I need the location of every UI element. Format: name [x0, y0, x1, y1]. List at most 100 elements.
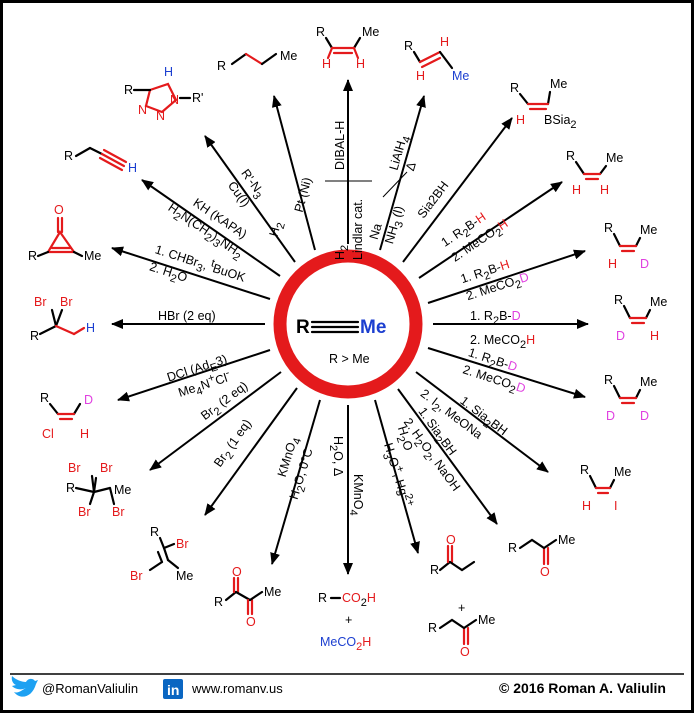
- svg-text:Me: Me: [264, 585, 281, 599]
- product-cis-d: R Me H D: [604, 221, 657, 271]
- product-cis-alkene: Me R H H: [316, 25, 379, 71]
- reagent-diamine: H2N(CH2)3NH2: [163, 200, 245, 264]
- svg-text:O: O: [246, 615, 256, 629]
- svg-text:R: R: [124, 83, 133, 97]
- reagent-hbr: HBr (2 eq): [158, 309, 216, 323]
- svg-text:Me: Me: [114, 483, 131, 497]
- product-tetrabromide: Br Br R Me Br Br: [66, 461, 131, 519]
- arrow-alkane: [271, 95, 316, 251]
- arrow-d-d: [427, 347, 586, 399]
- reagent-h2o: H2O: [391, 424, 416, 453]
- svg-text:R: R: [604, 373, 613, 387]
- svg-text:H: H: [608, 257, 617, 271]
- svg-text:Br: Br: [68, 461, 81, 475]
- svg-text:R: R: [40, 391, 49, 405]
- acid-co2h: CO2H: [342, 591, 376, 609]
- central-alkyne: R Me R > Me: [273, 249, 423, 399]
- svg-text:D: D: [640, 257, 649, 271]
- reagent-me4ncl: Me4N+Cl-: [176, 367, 235, 404]
- copyright: © 2016 Roman A. Valiulin: [499, 680, 666, 696]
- svg-text:O: O: [232, 565, 242, 579]
- reagent-pt-h2: H2: [267, 220, 288, 239]
- svg-text:Me: Me: [614, 465, 631, 479]
- arrow-diketone: [270, 399, 321, 565]
- acid-meco2h: MeCO2H: [320, 635, 371, 653]
- reagent-nh3: NH3 (l): [382, 204, 410, 246]
- arrow-trans-alkene: [379, 95, 426, 251]
- svg-text:Me: Me: [280, 49, 297, 63]
- website-link[interactable]: www.romanv.us: [191, 681, 283, 696]
- product-ketone-side: R O Me: [508, 533, 575, 579]
- svg-text:R: R: [404, 39, 413, 53]
- svg-text:R: R: [28, 249, 37, 263]
- svg-text:Me: Me: [650, 295, 667, 309]
- reagent-chbr3-h2o: 2. H2O: [147, 260, 190, 289]
- svg-text:R: R: [64, 149, 73, 163]
- product-acids: R CO2H + MeCO2H: [318, 591, 376, 653]
- reagent-r2bd-d-1: 1. R2B-D: [465, 345, 519, 378]
- reagent-heat: Δ: [403, 161, 419, 173]
- svg-text:H: H: [128, 161, 137, 175]
- svg-text:Br: Br: [78, 505, 91, 519]
- svg-text:H: H: [650, 329, 659, 343]
- reagent-hg: H3O+, Hg2+: [377, 440, 417, 510]
- svg-text:I: I: [614, 499, 617, 513]
- arrow-vinyl-iodide: [415, 371, 549, 473]
- svg-text:R': R': [192, 91, 203, 105]
- twitter-handle[interactable]: @RomanValiulin: [42, 681, 138, 696]
- svg-text:N: N: [156, 109, 165, 123]
- svg-text:R: R: [428, 621, 437, 635]
- svg-text:H: H: [356, 57, 365, 71]
- svg-text:Br: Br: [60, 295, 73, 309]
- reagent-r2bh-d-1: 1. R2B-H: [459, 257, 513, 290]
- product-vinyl-iodide: R Me H I: [580, 463, 631, 513]
- svg-text:Me: Me: [452, 69, 469, 83]
- svg-text:D: D: [640, 409, 649, 423]
- product-chloroalkene: R D Cl H: [40, 391, 93, 441]
- svg-text:H: H: [582, 499, 591, 513]
- svg-text:R: R: [614, 293, 623, 307]
- product-dibromoalkene: R Br Br Me: [130, 525, 193, 583]
- twitter-icon[interactable]: [11, 676, 38, 697]
- linkedin-icon[interactable]: in: [163, 679, 183, 699]
- arrow-tetrabromide: [149, 371, 282, 471]
- product-gem-dibromide: Br Br R H: [30, 295, 95, 343]
- svg-text:Br: Br: [112, 505, 125, 519]
- svg-text:R: R: [510, 81, 519, 95]
- reagent-dibal: DIBAL-H: [333, 121, 347, 170]
- svg-text:N: N: [138, 103, 147, 117]
- svg-text:Br: Br: [34, 295, 47, 309]
- arrow-ketone-side: [397, 388, 498, 525]
- svg-text:Me: Me: [606, 151, 623, 165]
- center-r: R: [296, 317, 310, 338]
- svg-text:H: H: [440, 35, 449, 49]
- svg-text:R: R: [217, 59, 226, 73]
- svg-text:in: in: [167, 682, 179, 698]
- arrow-cis-h: [418, 181, 563, 279]
- svg-text:H: H: [322, 57, 331, 71]
- reagent-na: Na: [367, 222, 385, 241]
- center-me: Me: [360, 317, 386, 338]
- svg-text:Me: Me: [640, 223, 657, 237]
- svg-text:Br: Br: [176, 537, 189, 551]
- product-alkane: R Me: [217, 49, 297, 73]
- bsia2: BSia2: [544, 113, 577, 131]
- product-diketone: R O O Me: [214, 565, 281, 629]
- svg-text:Me: Me: [362, 25, 379, 39]
- reagent-lindlar: Lindlar cat.: [351, 199, 365, 260]
- reagent-sia2bh: Sia2BH: [415, 179, 452, 221]
- svg-text:R: R: [30, 329, 39, 343]
- svg-text:H: H: [572, 183, 581, 197]
- svg-text:H: H: [80, 427, 89, 441]
- svg-text:O: O: [540, 565, 550, 579]
- svg-text:R: R: [318, 591, 327, 605]
- svg-text:R: R: [150, 525, 159, 539]
- products: R Me Me R H H H R H Me: [28, 25, 667, 659]
- reagent-pt-cat: Pt (Ni): [292, 176, 315, 214]
- product-ketone-pair: R O + R O Me: [428, 533, 495, 659]
- svg-text:R: R: [316, 25, 325, 39]
- svg-text:Br: Br: [100, 461, 113, 475]
- svg-text:Me: Me: [550, 77, 567, 91]
- svg-text:Me: Me: [478, 613, 495, 627]
